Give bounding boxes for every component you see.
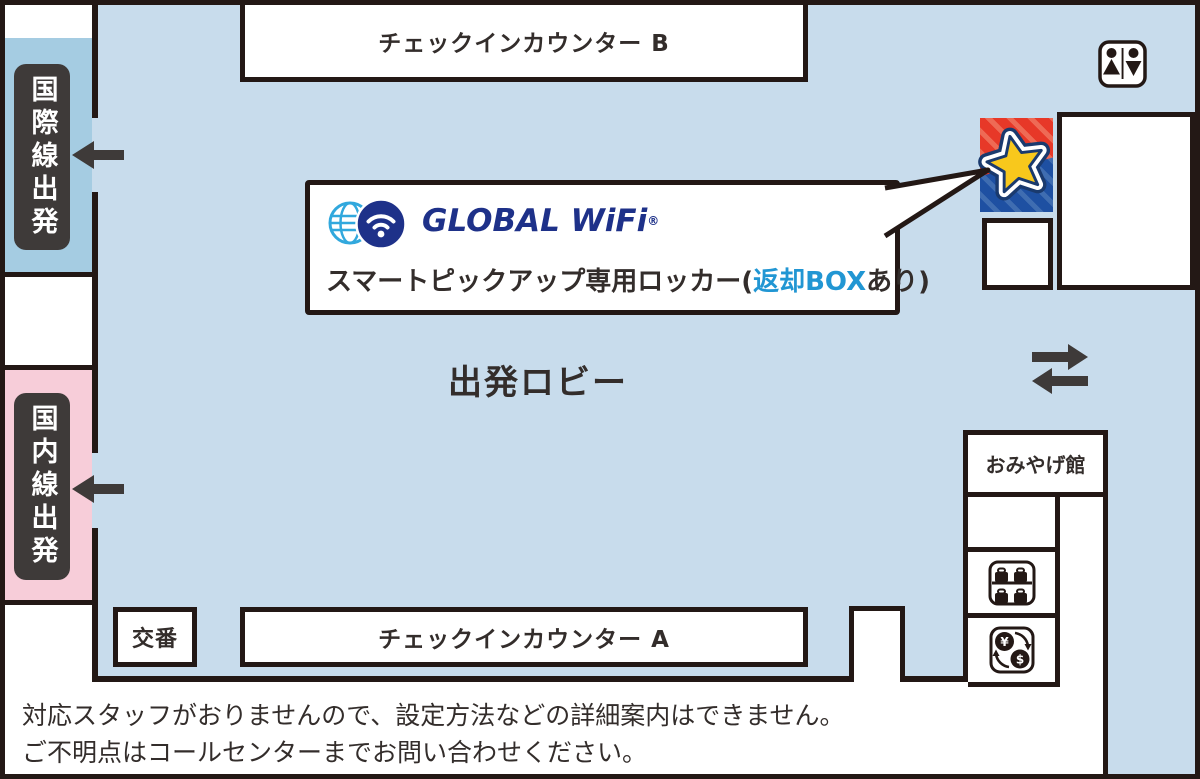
- star-glyph: [978, 127, 1051, 201]
- global-wifi-callout: GLOBAL WiFi® スマートピックアップ専用ロッカー(返却BOXあり): [305, 180, 930, 315]
- right-corridor: [1108, 682, 1195, 779]
- callout-pointer: [883, 167, 991, 239]
- service-cell-currency: ¥ $: [968, 618, 1055, 687]
- checkin-counter-a-label: チェックインカウンター A: [378, 627, 670, 653]
- domestic-departure-sign: 国内線出発: [14, 393, 70, 580]
- brand-logo-text: GLOBAL WiFi®: [422, 203, 659, 239]
- elevator-icon: [1098, 40, 1147, 88]
- checkin-counter-a-box: チェックインカウンター A: [240, 607, 808, 667]
- left-zone-white-mid: [5, 277, 92, 370]
- international-departure-sign: 国際線出発: [14, 64, 70, 250]
- bottom-wall-segment: [905, 676, 963, 682]
- checkin-counter-b-label: チェックインカウンター B: [378, 31, 670, 57]
- exit-passage: [849, 606, 905, 682]
- locker-description: スマートピックアップ専用ロッカー(返却BOXあり): [326, 261, 930, 298]
- two-way-arrows-icon: [1032, 344, 1088, 394]
- corridor-wall: [1103, 682, 1108, 779]
- checkin-counter-b-box: チェックインカウンター B: [240, 0, 808, 82]
- left-wall-segment: [92, 528, 98, 682]
- police-box: 交番: [113, 607, 197, 667]
- souvenir-hall-box: おみやげ館: [968, 435, 1103, 497]
- description-highlight: 返却BOX: [753, 267, 867, 297]
- right-room-large: [1057, 112, 1195, 290]
- wifi-icon: [355, 198, 407, 250]
- police-box-label: 交番: [131, 627, 178, 652]
- left-wall-segment: [92, 192, 98, 453]
- brand-name: GLOBAL WiFi: [422, 203, 648, 239]
- coin-lockers-icon: [988, 560, 1035, 605]
- yen-symbol: ¥: [1000, 635, 1009, 649]
- left-arrow-icon: [72, 475, 124, 503]
- departure-lobby-label: 出発ロビー: [448, 363, 628, 403]
- dollar-symbol: $: [1015, 653, 1023, 667]
- souvenir-services-block: おみやげ館: [963, 430, 1108, 687]
- left-arrow-icon: [72, 141, 124, 169]
- currency-exchange-icon: ¥ $: [989, 626, 1034, 674]
- footnote-line-1: 対応スタッフがおりませんので、設定方法などの詳細案内はできません。: [22, 701, 845, 730]
- souvenir-hall-label: おみやげ館: [985, 453, 1086, 477]
- description-prefix: スマートピックアップ専用ロッカー(: [326, 267, 754, 297]
- domestic-departure-label: 国内線出発: [26, 404, 58, 569]
- service-cell-lockers: [968, 552, 1055, 618]
- registered-mark: ®: [647, 214, 660, 228]
- left-wall-segment: [92, 5, 98, 118]
- right-room-small: [982, 218, 1053, 290]
- international-departure-label: 国際線出発: [26, 74, 58, 240]
- bottom-wall-segment: [92, 676, 849, 682]
- footnote-line-2: ご不明点はコールセンターまでお問い合わせください。: [22, 738, 648, 767]
- description-suffix: あり): [866, 267, 931, 297]
- service-cell-empty: [968, 497, 1055, 552]
- star-marker-icon: [978, 118, 1053, 212]
- services-column: ¥ $: [968, 497, 1060, 687]
